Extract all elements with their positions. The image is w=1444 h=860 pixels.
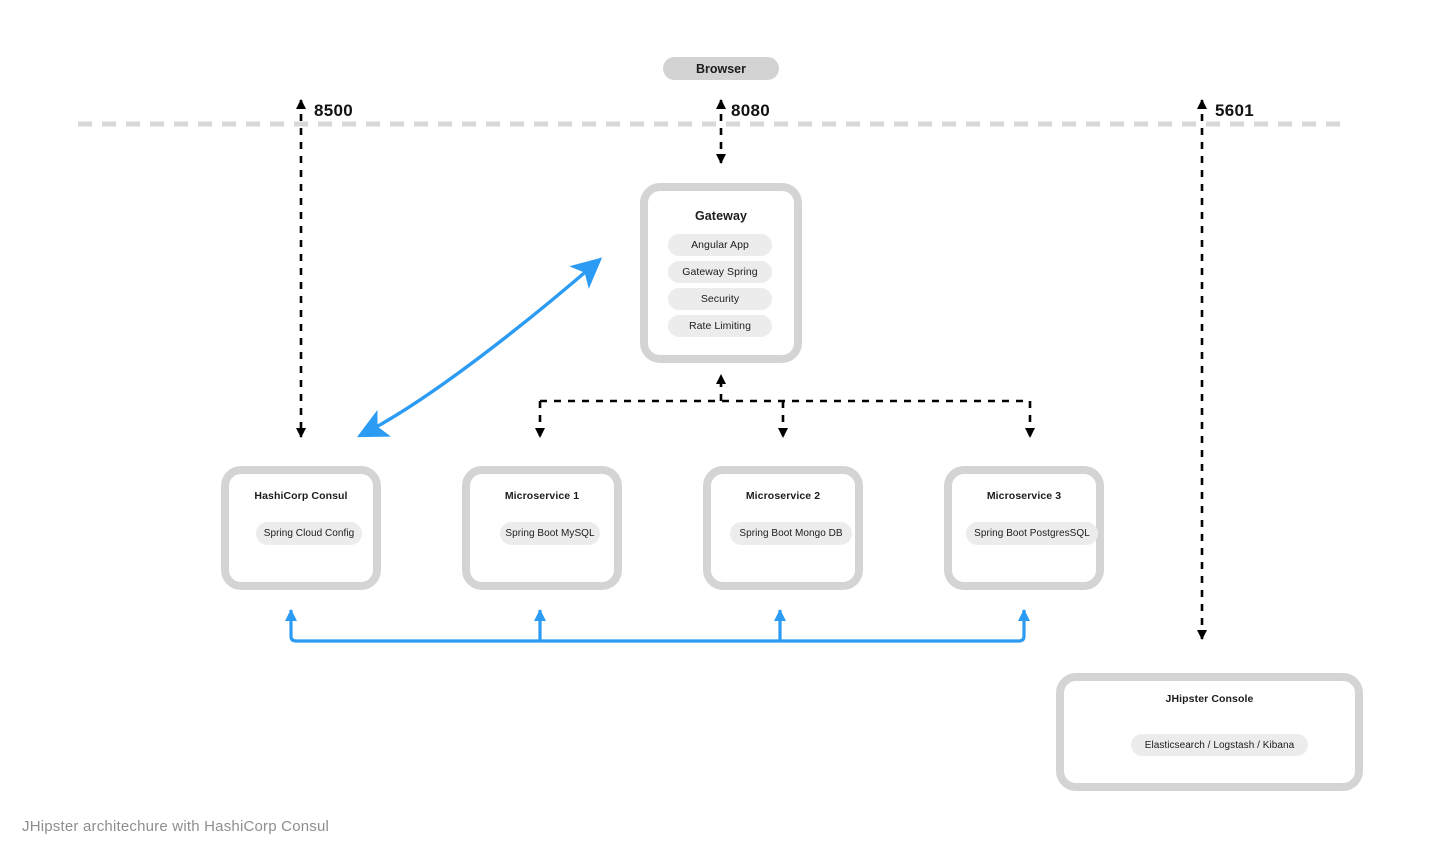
hashicorp-consul-node: HashiCorp Consul Spring Cloud Config bbox=[221, 466, 381, 590]
gateway-component-gateway-spring: Gateway Spring bbox=[668, 261, 772, 283]
microservice-2-component: Spring Boot Mongo DB bbox=[730, 522, 852, 545]
jhipster-console-node: JHipster Console Elasticsearch / Logstas… bbox=[1056, 673, 1363, 791]
gateway-service-bus bbox=[535, 374, 1035, 438]
browser-label: Browser bbox=[695, 61, 747, 76]
service-registration-bus bbox=[285, 609, 1030, 643]
microservice-3-title: Microservice 3 bbox=[986, 490, 1062, 502]
microservice-2-title: Microservice 2 bbox=[745, 490, 821, 502]
gateway-title: Gateway bbox=[694, 209, 748, 223]
gateway-node: Gateway Angular App Gateway Spring Secur… bbox=[640, 183, 802, 363]
gateway-component-angular-app: Angular App bbox=[668, 234, 772, 256]
microservice-2-node: Microservice 2 Spring Boot Mongo DB bbox=[703, 466, 863, 590]
jhipster-console-component: Elasticsearch / Logstash / Kibana bbox=[1131, 734, 1308, 756]
port-label-5601: 5601 bbox=[1215, 101, 1255, 120]
browser-node: Browser bbox=[663, 57, 779, 80]
port-label-8080: 8080 bbox=[731, 101, 771, 120]
microservice-1-component: Spring Boot MySQL bbox=[500, 522, 600, 545]
gateway-component-rate-limiting: Rate Limiting bbox=[668, 315, 772, 337]
gateway-component-security: Security bbox=[668, 288, 772, 310]
hashicorp-consul-component: Spring Cloud Config bbox=[256, 522, 362, 545]
microservice-3-component: Spring Boot PostgresSQL bbox=[966, 522, 1098, 545]
jhipster-console-title: JHipster Console bbox=[1165, 693, 1254, 705]
microservice-1-node: Microservice 1 Spring Boot MySQL bbox=[462, 466, 622, 590]
diagram-caption: JHipster architechure with HashiCorp Con… bbox=[22, 818, 330, 835]
hashicorp-consul-title: HashiCorp Consul bbox=[254, 490, 348, 502]
consul-gateway-curve bbox=[356, 257, 603, 438]
port-label-8500: 8500 bbox=[314, 101, 354, 120]
microservice-3-node: Microservice 3 Spring Boot PostgresSQL bbox=[944, 466, 1104, 590]
microservice-1-title: Microservice 1 bbox=[504, 490, 580, 502]
